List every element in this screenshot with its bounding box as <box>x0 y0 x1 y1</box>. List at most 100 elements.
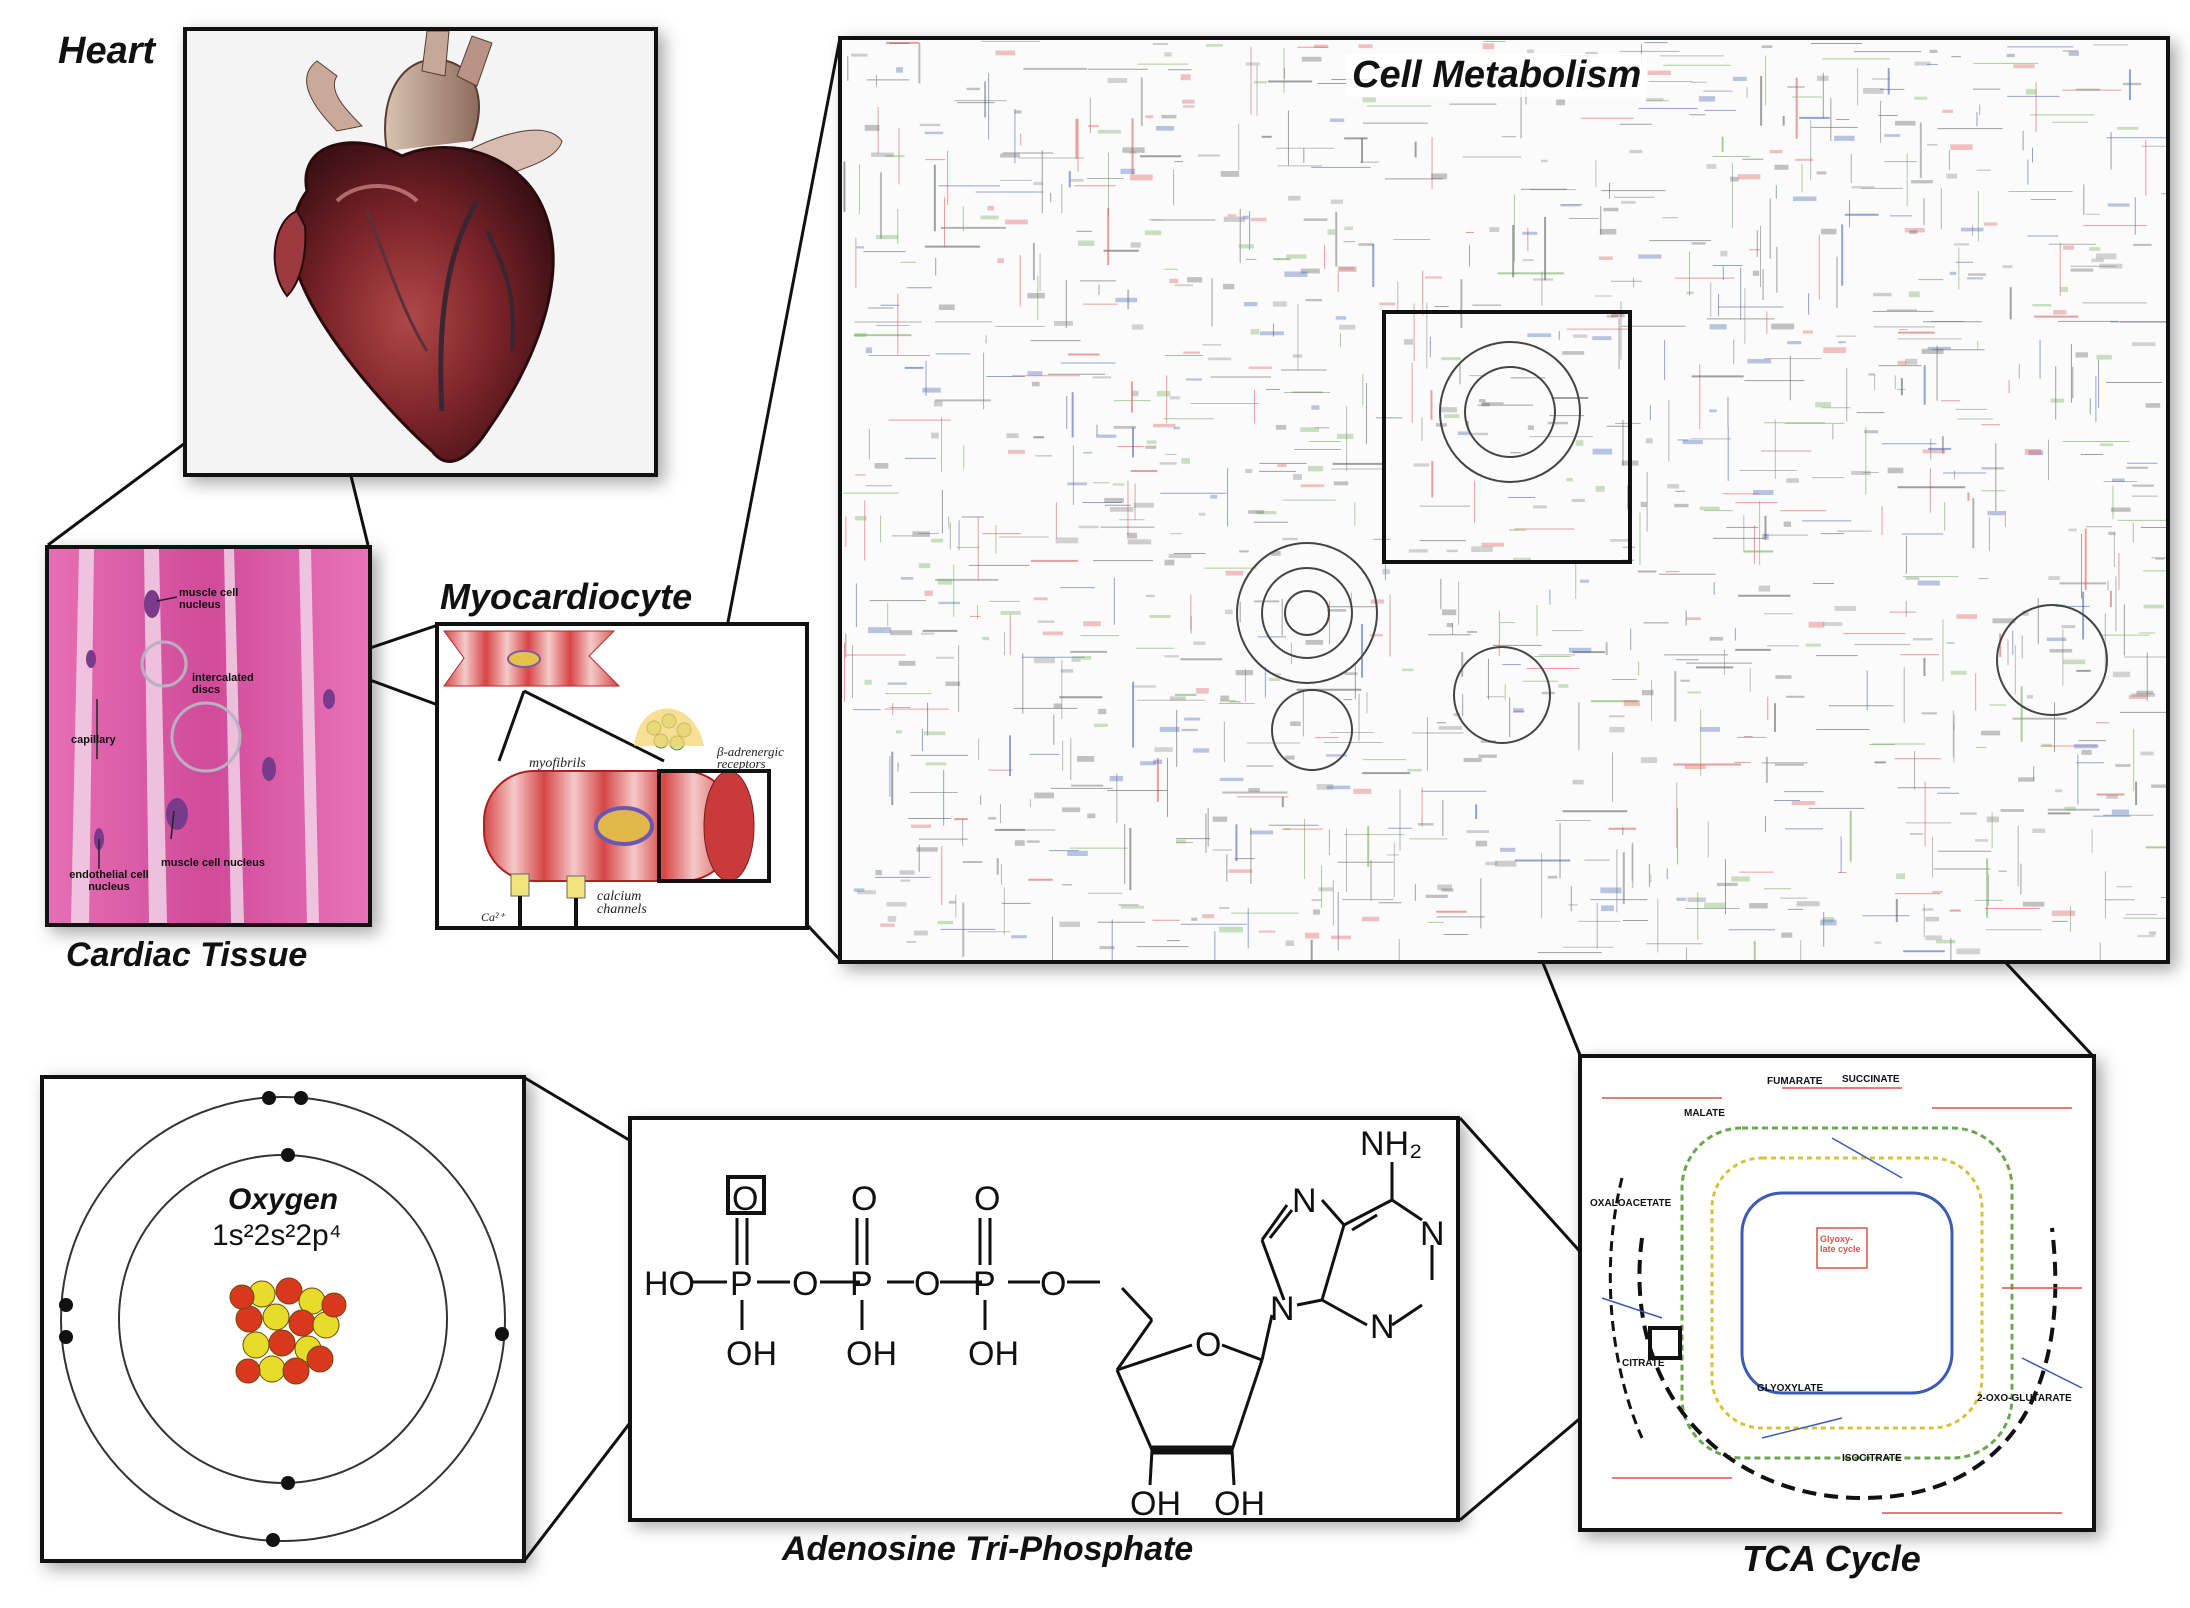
metabolite-label-mark <box>1245 62 1260 66</box>
metabolite-label-mark <box>1153 423 1176 428</box>
metabolite-label-mark <box>1243 301 1258 307</box>
metabolite-label-mark <box>1600 887 1622 894</box>
metabolite-label-mark <box>937 920 954 925</box>
connector-tissue-myocyte-bottom <box>369 678 439 707</box>
metabolite-label-mark <box>1822 916 1834 923</box>
metabolite-label-mark <box>1606 314 1619 318</box>
metabolite-label-mark <box>1212 816 1228 822</box>
metabolite-label-mark <box>1758 585 1771 592</box>
cycle-circle-5 <box>1996 604 2108 716</box>
electron <box>281 1148 295 1162</box>
intercalated-disc-circle-1 <box>140 640 188 688</box>
heart-body <box>290 141 555 463</box>
metabolite-label-mark <box>887 682 907 685</box>
metabolite-label-mark <box>1749 902 1768 909</box>
metabolite-label-mark <box>933 400 943 407</box>
metabolite-label-mark <box>1305 932 1320 939</box>
metabolite-label-mark <box>1526 49 1535 54</box>
metabolite-label-mark <box>1168 553 1192 559</box>
capillary-band-1 <box>71 549 94 923</box>
metabolism-zoom-box <box>1382 310 1632 564</box>
metabolite-label-mark <box>1795 158 1814 161</box>
tca-label-succinate: SUCCINATE <box>1842 1074 1900 1085</box>
metabolite-label-mark <box>1146 440 1157 444</box>
metabolite-label-mark <box>1482 402 1504 405</box>
outer-electron-shell <box>60 1096 506 1542</box>
metabolite-label-mark <box>1974 839 1989 842</box>
metabolite-label-mark <box>1132 390 1139 397</box>
metabolite-label-mark <box>1949 271 1957 276</box>
metabolite-label-mark <box>2068 51 2079 56</box>
metabolite-label-mark <box>1208 357 1232 361</box>
connector-tissue-myocyte-top <box>369 623 439 650</box>
metabolite-label-mark <box>2063 245 2075 250</box>
metabolite-label-mark <box>895 730 902 734</box>
metabolite-label-mark <box>1475 840 1488 847</box>
metabolite-label-mark <box>1687 897 1706 903</box>
metabolite-label-mark <box>853 888 865 892</box>
metabolite-label-mark <box>1466 830 1490 833</box>
atp-ring-o: O <box>1195 1326 1221 1364</box>
metabolite-label-mark <box>1598 256 1613 260</box>
metabolite-label-mark <box>2143 604 2164 609</box>
metabolite-label-mark <box>2002 265 2013 269</box>
metabolite-label-mark <box>1169 278 1179 284</box>
metabolite-label-mark <box>2145 403 2161 408</box>
metabolite-label-mark <box>1379 302 1396 306</box>
metabolite-label-mark <box>1219 926 1243 933</box>
aorta <box>384 58 480 152</box>
metabolite-label-mark <box>922 387 941 393</box>
metabolite-label-mark <box>2106 794 2118 799</box>
coronary-vessel-3 <box>365 210 429 352</box>
metabolite-label-mark <box>1067 850 1088 856</box>
metabolite-label-mark <box>1097 129 1121 134</box>
metabolite-label-mark <box>1164 52 1172 57</box>
metabolite-label-mark <box>1220 695 1230 701</box>
metabolite-label-mark <box>1904 228 1925 233</box>
metabolite-label-mark <box>1269 677 1280 682</box>
metabolite-label-mark <box>988 817 997 820</box>
metabolite-label-mark <box>1183 351 1200 354</box>
metabolite-label-mark <box>1235 670 1254 676</box>
metabolite-label-mark <box>1682 439 1703 445</box>
metabolite-label-mark <box>2051 910 2076 916</box>
metabolite-label-mark <box>1732 76 1747 81</box>
label-intercalated-discs: intercalated discs <box>192 672 254 696</box>
vessel-top-1 <box>421 31 450 77</box>
metabolite-label-mark <box>1326 754 1348 757</box>
oxygen-name: Oxygen <box>228 1183 339 1216</box>
metabolite-label-mark <box>1489 227 1500 233</box>
metabolite-label-mark <box>1942 109 1954 113</box>
metabolite-label-mark <box>1762 533 1769 540</box>
metabolite-label-mark <box>931 432 939 439</box>
metabolite-label-mark <box>1640 501 1647 508</box>
atp-oh-5: OH <box>1214 1485 1265 1518</box>
metabolite-label-mark <box>1164 559 1175 566</box>
metabolite-label-mark <box>1155 125 1175 131</box>
metabolite-label-mark <box>1775 675 1792 679</box>
metabolite-label-mark <box>936 656 955 659</box>
mitochondrion <box>594 806 654 846</box>
metabolite-label-mark <box>1300 268 1320 274</box>
metabolite-label-mark <box>1786 478 1799 483</box>
oxygen-atom-panel: Oxygen 1s²2s²2p⁴ <box>40 1075 526 1563</box>
electron <box>59 1330 73 1344</box>
metabolite-label-mark <box>1198 512 1206 516</box>
metabolite-label-mark <box>1981 467 2004 470</box>
metabolite-label-mark <box>1868 373 1875 376</box>
metabolite-label-mark <box>1313 44 1328 48</box>
metabolite-label-mark <box>1059 921 1081 927</box>
metabolite-label-mark <box>948 900 956 904</box>
metabolite-label-mark <box>1499 847 1516 852</box>
metabolite-label-mark <box>2149 931 2156 935</box>
metabolite-label-mark <box>1286 254 1307 259</box>
atp-oh-3: OH <box>968 1335 1019 1373</box>
metabolite-label-mark <box>1014 110 1022 114</box>
metabolite-label-mark <box>1815 402 1832 408</box>
metabolite-label-mark <box>1115 297 1138 303</box>
metabolite-label-mark <box>1950 144 1973 150</box>
metabolite-label-mark <box>1469 432 1488 436</box>
metabolite-label-mark <box>2055 789 2063 793</box>
metabolite-label-mark <box>1592 448 1613 455</box>
metabolite-label-mark <box>1959 812 1977 815</box>
